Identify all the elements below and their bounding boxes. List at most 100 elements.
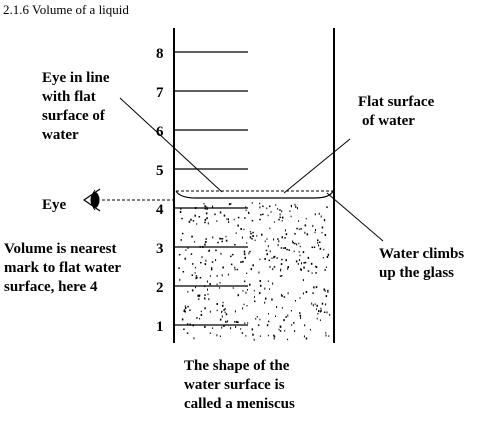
water-dot [318,310,320,313]
water-dot [243,253,246,256]
water-dot [246,272,248,274]
water-dot [228,221,230,223]
label-eye-in-line-line-2: with flat [42,89,96,105]
scale-number-8: 8 [156,46,164,62]
water-dot [181,318,184,321]
water-dot [216,309,218,312]
water-dot [326,311,328,314]
water-dot [320,311,322,313]
water-dot [241,332,244,334]
water-dot [204,218,207,221]
water-dot [205,238,207,240]
water-dot [200,310,202,313]
water-dot [278,328,280,331]
water-dot [225,235,227,238]
water-dot [307,270,310,272]
water-dot [209,249,210,252]
water-dot [277,208,279,210]
water-dot [307,256,310,259]
water-dot [327,291,329,293]
water-dot [188,220,191,223]
water-dot [267,320,270,323]
water-dot [259,280,261,282]
water-dot [200,261,202,264]
label-meniscus: The shape of the water surface is called… [184,358,295,412]
water-dot [298,220,299,222]
pointer-flat-surface [283,138,351,194]
water-dot [184,311,186,313]
water-dot [198,298,200,301]
water-dot [205,259,207,262]
water-dot [243,228,245,231]
water-dot [224,308,226,310]
water-dot [302,292,304,295]
water-dot [317,313,319,315]
water-dot [211,261,214,263]
label-eye-in-line-line-1: Eye in line [42,70,110,86]
water-dot [221,240,223,243]
water-dot [230,263,233,266]
water-dot [269,227,271,230]
water-dot [203,203,205,205]
water-dot [278,218,280,221]
water-dot [286,248,288,251]
water-dot [277,244,279,247]
label-volume-nearest-line-3: surface, here 4 [4,279,98,295]
water-dot [267,334,269,337]
water-dot [272,282,274,285]
water-dot [312,304,314,307]
water-dot [212,236,214,239]
water-dot [209,275,211,277]
water-dot [287,266,289,269]
water-dot [268,313,269,315]
water-dot [245,291,247,294]
water-dot [324,269,326,271]
water-dot [249,250,251,253]
water-dot [273,255,276,258]
water-dot [273,238,274,241]
label-water-climbs-line-1: Water climbs [379,246,464,262]
water-dot [234,321,236,323]
water-dot [316,304,318,307]
water-dot [223,309,225,311]
meniscus-curve [175,190,334,199]
label-water-climbs: Water climbs up the glass [379,246,468,281]
water-dot [329,313,331,316]
label-eye-in-line-line-4: water [42,127,79,143]
water-dot [294,233,296,235]
water-dot [312,292,314,294]
water-dot [216,274,218,277]
water-dot [273,266,276,268]
water-dot [210,268,213,271]
water-dot [186,323,189,325]
water-dot [241,236,243,239]
water-dot [259,335,261,337]
water-dot [236,268,239,271]
water-dot [225,320,227,323]
water-dot [305,217,307,220]
water-dot [287,338,289,341]
water-dot [244,256,246,259]
water-dot [275,315,276,317]
water-dot [327,289,329,292]
water-dot [315,286,318,289]
water-dot [189,309,191,311]
water-dot [283,319,285,322]
water-dot [183,310,185,312]
water-stipple [178,202,331,341]
water-dot [325,303,327,306]
water-dot [206,207,208,210]
water [174,198,334,342]
water-dot [281,307,283,309]
water-dot [321,302,324,305]
water-dot [265,297,267,300]
water-dot [325,332,327,334]
water-dot [245,335,247,337]
water-dot [281,220,283,222]
water-dot [190,253,193,255]
water-dot [305,291,308,293]
water-dot [250,268,253,271]
scale-number-6: 6 [156,124,164,140]
water-dot [260,214,262,216]
water-dot [298,242,300,245]
